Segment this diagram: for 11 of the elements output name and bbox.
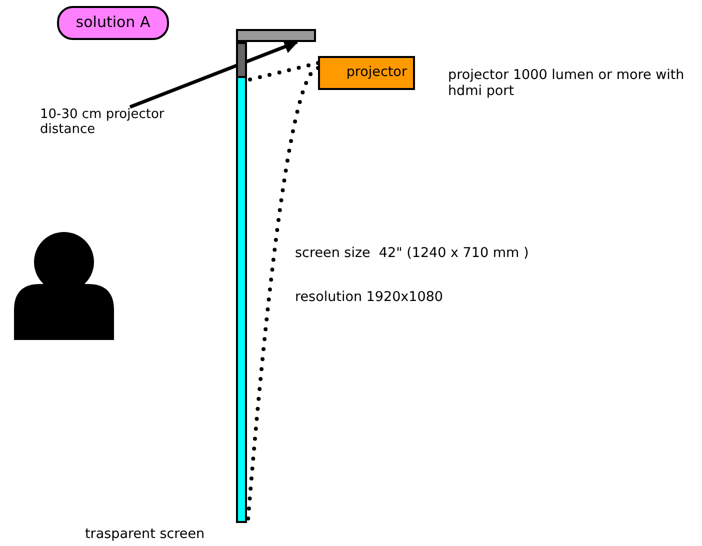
annotation-text: 10-30 cm projector distance — [40, 107, 210, 147]
leader-arrow — [129, 40, 298, 109]
title-pill: solution A — [57, 6, 169, 40]
screen-caption: trasparent screen — [85, 526, 205, 542]
mount-bracket — [236, 29, 316, 42]
spec-text: screen size 42" (1240 x 710 mm ) — [295, 245, 530, 261]
projector-box: projector — [318, 56, 415, 90]
spec-text: projector 1000 lumen or more with hdmi port — [448, 67, 686, 99]
spec-text: resolution 1920x1080 — [295, 289, 444, 305]
dotted-line — [246, 66, 320, 522]
dotted-line — [246, 61, 320, 82]
